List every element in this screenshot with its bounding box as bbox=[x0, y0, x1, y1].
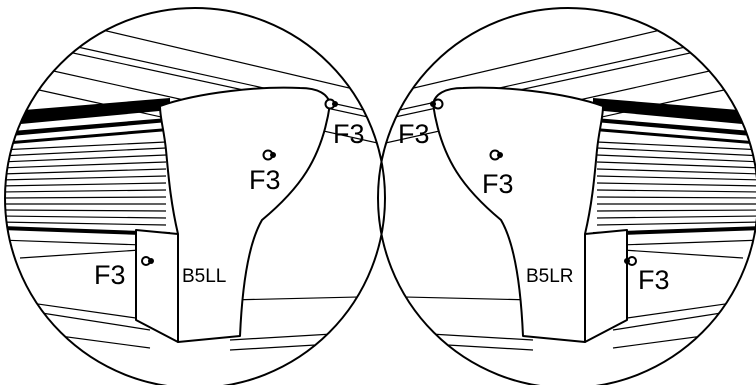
fastener-label: F3 bbox=[333, 119, 365, 149]
fastener-f3-icon bbox=[430, 98, 444, 110]
end-cap-b5lr bbox=[432, 86, 604, 343]
fastener-f3-icon bbox=[324, 98, 338, 110]
fastener-label: F3 bbox=[638, 265, 670, 295]
fastener-f3-icon bbox=[624, 256, 637, 266]
fastener-label: F3 bbox=[94, 260, 126, 290]
fastener-f3-icon bbox=[262, 149, 276, 161]
fastener-label: F3 bbox=[482, 169, 514, 199]
left-bracket-plate bbox=[135, 229, 179, 343]
left-extrusion-band bbox=[5, 98, 173, 247]
left-rail-assembly bbox=[5, 19, 385, 351]
right-detail-view: F3 F3 F3 B5LR bbox=[377, 7, 756, 385]
end-cap-b5ll bbox=[159, 86, 331, 343]
part-label: B5LL bbox=[182, 266, 226, 287]
right-upper-rail bbox=[378, 19, 734, 149]
left-detail-circle bbox=[4, 7, 386, 385]
right-bracket-plate bbox=[584, 229, 628, 343]
fastener-f3-icon bbox=[141, 256, 154, 266]
fastener-label: F3 bbox=[398, 119, 430, 149]
fastener-label: F3 bbox=[249, 165, 281, 195]
right-extrusion-band bbox=[590, 98, 756, 247]
right-rail-assembly bbox=[378, 19, 756, 351]
fastener-f3-icon bbox=[489, 149, 503, 161]
left-detail-view: F3 F3 F3 B5LL bbox=[4, 7, 386, 385]
right-detail-circle bbox=[377, 7, 756, 385]
part-label: B5LR bbox=[526, 266, 574, 287]
